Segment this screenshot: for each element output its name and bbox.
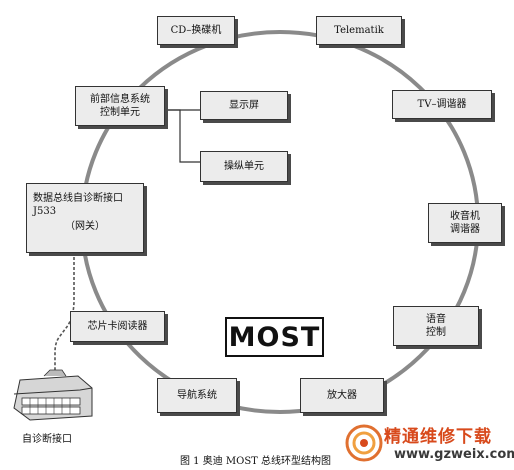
site-watermark: 精通维修下载 www.gzweix.com (344, 420, 514, 466)
diag-connector-icon (13, 369, 93, 421)
node-display: 显示屏 (200, 91, 288, 120)
node-amplifier-label: 放大器 (327, 390, 357, 401)
figure-caption: 图 1 奥迪 MOST 总线环型结构图 (180, 456, 332, 467)
node-amplifier: 放大器 (300, 378, 384, 413)
node-control-unit: 操纵单元 (200, 151, 288, 182)
node-head-unit: 前部信息系统 控制单元 (75, 86, 165, 126)
node-gateway: 数据总线自诊断接口 J533 （网关） (26, 183, 144, 253)
node-card-reader: 芯片卡阅读器 (70, 311, 165, 342)
watermark-url: www.gzweix.com (394, 447, 514, 462)
node-tv-tuner-label: TV–调谐器 (417, 99, 467, 110)
node-radio-tuner-line2: 调谐器 (450, 224, 480, 235)
node-voice-control: 语音 控制 (393, 306, 479, 346)
node-display-label: 显示屏 (229, 100, 259, 111)
node-telematik: Telematik (316, 16, 402, 45)
diag-cable (54, 252, 75, 372)
node-navigation: 导航系统 (157, 378, 237, 413)
node-gateway-line2: J533 (33, 206, 57, 217)
link-headunit-controlunit (165, 109, 200, 163)
node-cd-changer-label: CD–换碟机 (170, 25, 222, 36)
node-cd-changer: CD–换碟机 (157, 16, 235, 45)
diag-port-label: 自诊断接口 (22, 434, 72, 445)
node-voice-control-line2: 控制 (426, 327, 446, 338)
node-voice-control-line1: 语音 (426, 314, 446, 325)
node-gateway-line3: （网关） (65, 221, 105, 232)
node-radio-tuner: 收音机 调谐器 (428, 203, 502, 243)
node-control-unit-label: 操纵单元 (224, 161, 264, 172)
node-radio-tuner-line1: 收音机 (450, 211, 480, 222)
node-card-reader-label: 芯片卡阅读器 (87, 321, 148, 332)
watermark-logo-icon (345, 424, 383, 462)
node-head-unit-line1: 前部信息系统 (90, 94, 150, 105)
node-navigation-label: 导航系统 (177, 390, 217, 401)
node-tv-tuner: TV–调谐器 (392, 90, 492, 119)
most-logo: MOST (225, 317, 324, 357)
node-gateway-line1: 数据总线自诊断接口 (33, 193, 123, 204)
node-telematik-label: Telematik (334, 25, 384, 36)
node-head-unit-line2: 控制单元 (100, 107, 140, 118)
watermark-title: 精通维修下载 (384, 427, 492, 447)
